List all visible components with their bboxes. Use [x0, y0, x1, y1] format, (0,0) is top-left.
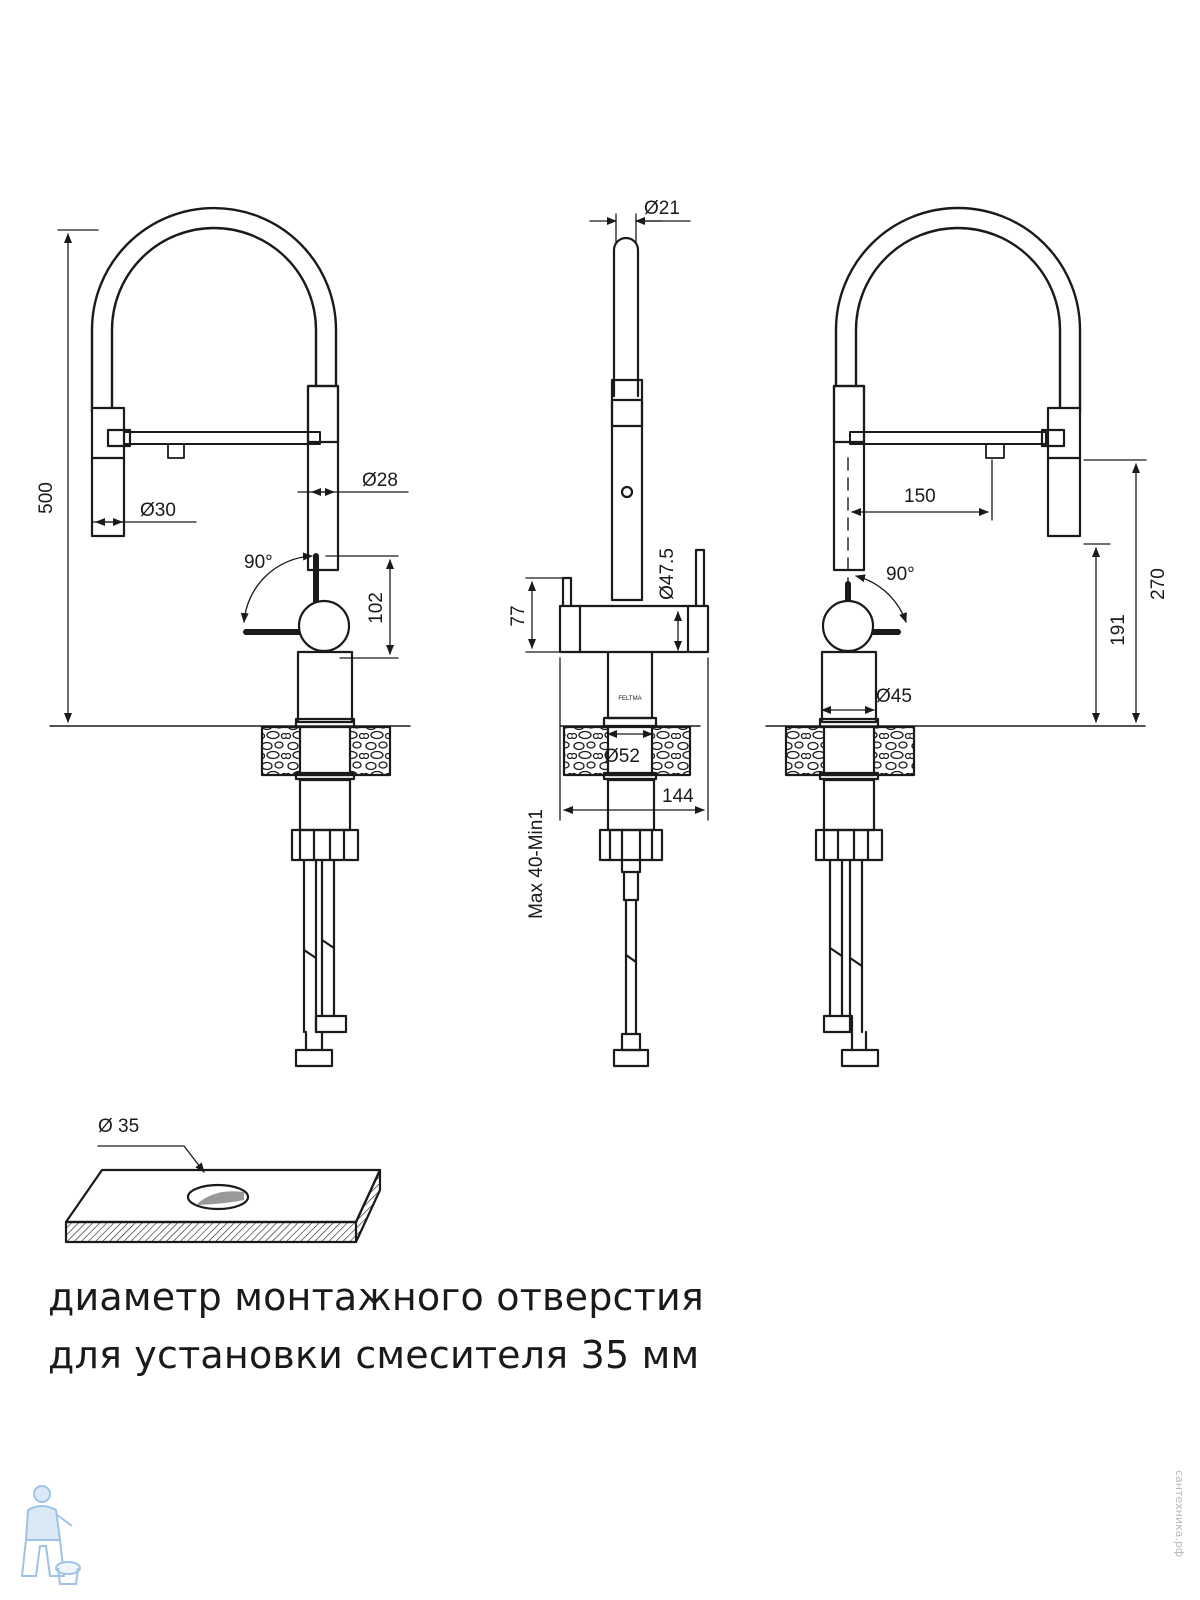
plumber-mascot-icon — [20, 1485, 81, 1585]
watermark-text: сантехника.рф — [1173, 1470, 1186, 1558]
caption-line-2: для установки смесителя 35 мм — [48, 1333, 700, 1377]
left-view — [49, 206, 411, 1068]
caption: диаметр монтажного отверстия для установ… — [48, 1268, 704, 1384]
hole-detail — [64, 1145, 382, 1244]
dim-tube-diameter: Ø28 — [362, 470, 398, 491]
spout-left — [90, 206, 338, 414]
dim-hole-diameter: Ø 35 — [98, 1116, 139, 1137]
dim-spout-tube: Ø21 — [644, 198, 680, 219]
dim-spout-height: 191 — [1108, 614, 1129, 646]
brand-mark: FELTMA — [618, 696, 641, 702]
dim-body-diameter: Ø47.5 — [657, 548, 678, 600]
dim-rotation-left: 90° — [244, 552, 273, 573]
dim-head-height: 270 — [1148, 568, 1169, 600]
dim-reach: 150 — [904, 486, 936, 507]
dim-rotation-right: 90° — [886, 564, 915, 585]
dim-lever: 102 — [366, 592, 387, 624]
caption-line-1: диаметр монтажного отверстия — [48, 1275, 704, 1319]
right-view — [765, 206, 1147, 1068]
dim-head-diameter: Ø30 — [140, 500, 176, 521]
dim-height-total: 500 — [36, 482, 57, 514]
dim-counter-thickness: Max 40-Min1 — [526, 809, 547, 919]
dim-base-diameter-right: Ø45 — [876, 686, 912, 707]
dim-body-height: 77 — [508, 605, 529, 626]
spray-head-left — [90, 406, 126, 538]
dim-width: 144 — [662, 786, 694, 807]
center-view — [525, 213, 710, 1068]
dim-base-diameter: Ø52 — [604, 746, 640, 767]
